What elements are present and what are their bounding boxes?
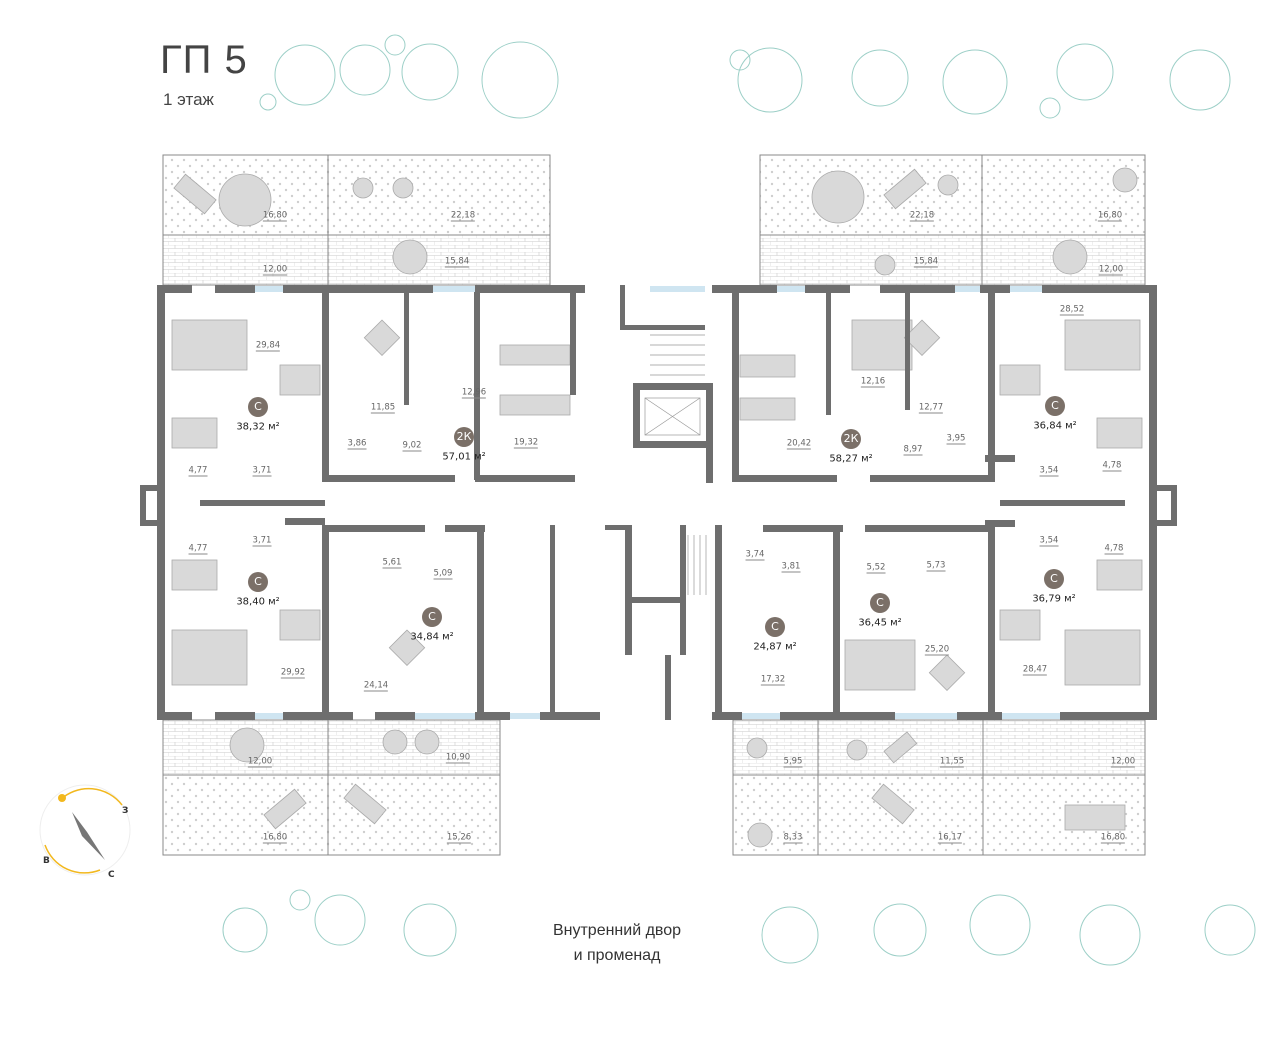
apartment-area[interactable]: 36,45 м²: [858, 617, 902, 629]
compass-west-label: З: [122, 806, 129, 816]
terrace-area-label: 16,80: [262, 832, 288, 844]
room-area-label: 5,09: [433, 568, 453, 580]
room-area-label: 9,02: [402, 440, 422, 452]
room-area-label: 3,54: [1039, 465, 1059, 477]
room-area-label: 24,14: [363, 680, 389, 692]
terrace-area-label: 16,80: [1100, 832, 1126, 844]
apartment-type-badge[interactable]: С: [1045, 396, 1065, 416]
compass: [39, 784, 131, 876]
terrace-area-label: 8,33: [783, 832, 803, 844]
walls: [140, 285, 1177, 720]
terraces: [162, 154, 1146, 856]
room-area-label: 29,84: [255, 340, 281, 352]
room-area-label: 25,20: [924, 644, 950, 656]
room-area-label: 12,77: [918, 402, 944, 414]
apartment-type-badge[interactable]: С: [870, 593, 890, 613]
terrace-area-label: 12,00: [262, 264, 288, 276]
apartment-type-badge[interactable]: С: [248, 572, 268, 592]
apartment-area[interactable]: 58,27 м²: [829, 453, 873, 465]
apartment-area[interactable]: 24,87 м²: [753, 641, 797, 653]
apartment-type-badge[interactable]: С: [765, 617, 785, 637]
terrace-area-label: 12,00: [1098, 264, 1124, 276]
room-area-label: 3,74: [745, 549, 765, 561]
room-area-label: 4,78: [1104, 543, 1124, 555]
apartment-type-badge[interactable]: С: [422, 607, 442, 627]
room-area-label: 28,52: [1059, 304, 1085, 316]
room-area-label: 3,86: [347, 438, 367, 450]
room-area-label: 8,97: [903, 444, 923, 456]
courtyard-label: Внутренний двор и променад: [517, 918, 717, 968]
apartment-area[interactable]: 38,32 м²: [236, 421, 280, 433]
room-area-label: 19,32: [513, 437, 539, 449]
courtyard-line-2: и променад: [573, 947, 661, 964]
compass-east-label: В: [43, 856, 50, 866]
apartment-area[interactable]: 38,40 м²: [236, 596, 280, 608]
room-area-label: 5,52: [866, 562, 886, 574]
room-area-label: 12,16: [860, 376, 886, 388]
room-area-label: 4,78: [1102, 460, 1122, 472]
terrace-area-label: 15,84: [913, 256, 939, 268]
room-area-label: 5,61: [382, 557, 402, 569]
room-area-label: 5,73: [926, 560, 946, 572]
terrace-area-label: 15,26: [446, 832, 472, 844]
trees: [222, 34, 1256, 966]
floor-label: 1 этаж: [163, 90, 214, 109]
terrace-area-label: 16,80: [262, 210, 288, 222]
apartment-area[interactable]: 36,79 м²: [1032, 593, 1076, 605]
terrace-area-label: 5,95: [783, 756, 803, 768]
courtyard-line-1: Внутренний двор: [552, 922, 682, 939]
room-area-label: 3,71: [252, 535, 272, 547]
stairs: [644, 334, 707, 595]
room-area-label: 29,92: [280, 667, 306, 679]
terrace-area-label: 12,00: [1110, 756, 1136, 768]
terrace-area-label: 15,84: [444, 256, 470, 268]
furniture: [171, 167, 1143, 848]
terrace-area-label: 11,55: [939, 756, 965, 768]
room-area-label: 11,85: [370, 402, 396, 414]
apartment-area[interactable]: 36,84 м²: [1033, 420, 1077, 432]
room-area-label: 3,95: [946, 433, 966, 445]
room-area-label: 3,54: [1039, 535, 1059, 547]
apartment-type-badge[interactable]: 2К: [454, 427, 474, 447]
terrace-area-label: 16,80: [1097, 210, 1123, 222]
room-area-label: 4,77: [188, 543, 208, 555]
terrace-area-label: 22,18: [450, 210, 476, 222]
apartment-type-badge[interactable]: 2К: [841, 429, 861, 449]
room-area-label: 3,71: [252, 465, 272, 477]
terrace-area-label: 10,90: [445, 752, 471, 764]
room-area-label: 20,42: [786, 438, 812, 450]
compass-south-label: С: [108, 870, 115, 880]
terrace-area-label: 12,00: [247, 756, 273, 768]
terrace-area-label: 16,17: [937, 832, 963, 844]
apartment-type-badge[interactable]: С: [1044, 569, 1064, 589]
room-area-label: 17,32: [760, 674, 786, 686]
room-area-label: 4,77: [188, 465, 208, 477]
apartment-area[interactable]: 34,84 м²: [410, 631, 454, 643]
room-area-label: 28,47: [1022, 664, 1048, 676]
apartment-type-badge[interactable]: С: [248, 397, 268, 417]
windows: [255, 286, 1060, 719]
apartment-area[interactable]: 57,01 м²: [442, 451, 486, 463]
terrace-area-label: 22,18: [909, 210, 935, 222]
room-area-label: 12,96: [461, 387, 487, 399]
room-area-label: 3,81: [781, 561, 801, 573]
building-title: ГП 5: [160, 38, 248, 82]
